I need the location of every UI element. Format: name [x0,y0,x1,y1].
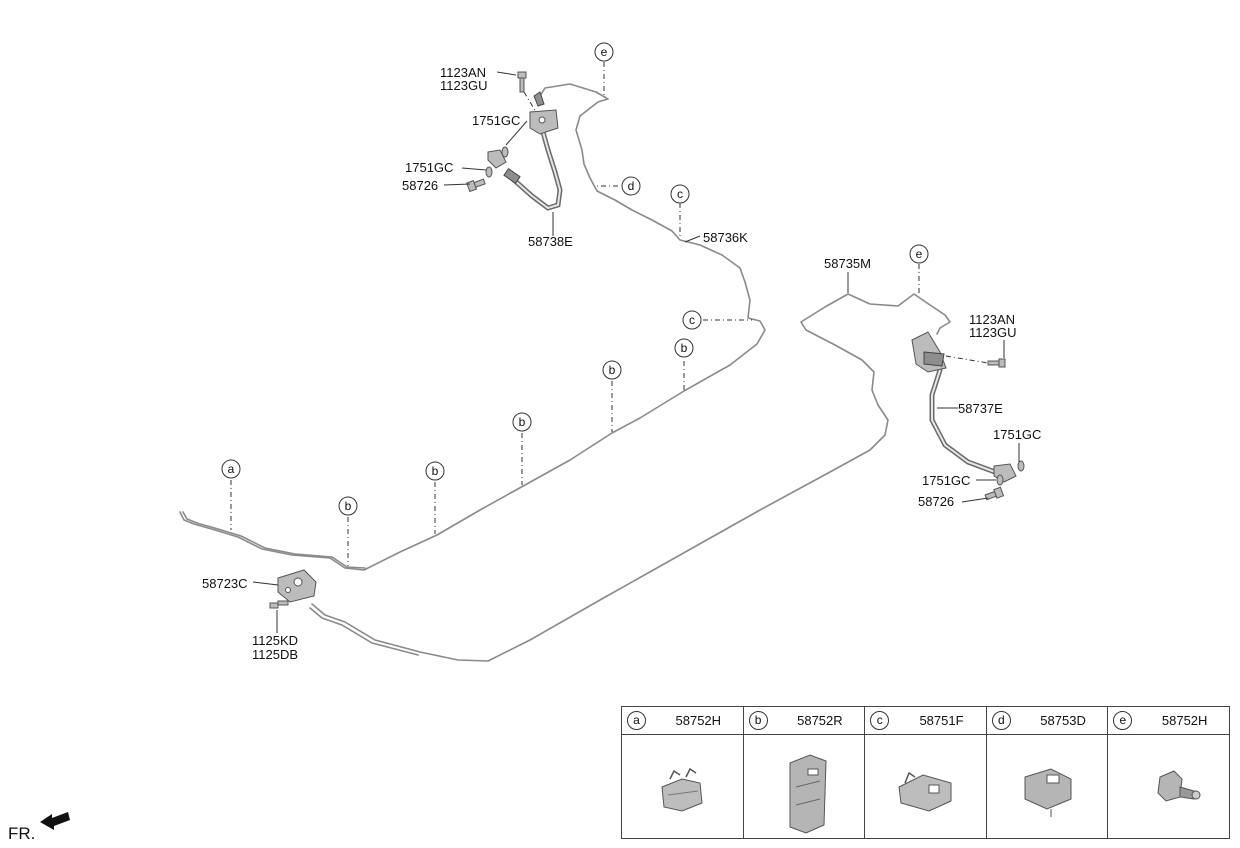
legend-letter: c [870,711,890,730]
legend-cell-e: e 58752H [1108,707,1229,838]
label-gasket-top-a: 1751GC [472,113,520,128]
label-bolt-top-2: 1123GU [440,78,487,93]
legend-part-number: 58752H [1161,713,1208,728]
label-tube-main: 58736K [703,230,748,245]
front-banjo-fitting [487,149,507,169]
label-banjo-bolt-top: 58726 [402,178,438,193]
svg-text:b: b [345,499,352,513]
brake-tube-rear [311,293,951,662]
label-gasket-rear-a: 1751GC [993,427,1041,442]
legend-cell-b: b 58752R [743,707,866,838]
clip-c-icon [898,771,952,812]
label-connector-bolt-1: 1125KD [252,633,298,648]
rear-flex-hose [929,367,998,475]
brake-tube-main-inner [182,511,366,569]
label-banjo-bolt-rear: 58726 [918,494,954,509]
marker-b-1: b [674,338,694,358]
svg-text:b: b [519,415,526,429]
clip-legend-table: a 58752H b 58752R c 58751F [621,706,1230,839]
label-bolt-rear-1: 1123AN [969,312,1015,327]
svg-text:b: b [681,341,688,355]
brake-tube-rear-inner [309,607,419,656]
label-bolt-top-1: 1123AN [440,65,486,80]
clip-d-icon [1024,768,1072,817]
legend-letter: b [748,711,768,730]
marker-b-2: b [602,360,622,380]
marker-c-mid: c [682,310,702,330]
gasket-front-b-icon [485,166,493,178]
marker-b-5: b [338,496,358,516]
clip-b-icon [789,754,827,834]
marker-b-3: b [512,412,532,432]
marker-a: a [221,459,241,479]
marker-d: d [621,176,641,196]
marker-c-top: c [670,184,690,204]
legend-letter: e [1113,711,1133,730]
marker-e-top: e [594,42,614,62]
brake-tube-main [179,83,766,571]
legend-cell-c: c 58751F [865,707,987,838]
bolt-rear-icon [987,358,1006,368]
banjo-bolt-top-icon [466,178,486,193]
gasket-front-a-icon [501,146,509,158]
label-hose-rear: 58737E [958,401,1003,416]
label-connector: 58723C [202,576,248,591]
legend-cell-d: d 58753D [986,707,1109,838]
banjo-bolt-rear-icon [984,486,1005,501]
gasket-rear-b-icon [996,474,1004,486]
label-hose-front: 58738E [528,234,573,249]
connector-bolt-icon [269,600,289,609]
label-gasket-rear-b: 1751GC [922,473,970,488]
marker-b-4: b [425,461,445,481]
legend-cell-a: a 58752H [622,707,744,838]
svg-text:c: c [689,313,695,327]
legend-part-number: 58752R [797,713,843,728]
legend-part-number: 58751F [919,713,964,728]
label-gasket-top-b: 1751GC [405,160,453,175]
svg-text:a: a [228,462,235,476]
gasket-rear-a-icon [1017,460,1025,472]
marker-e-rear: e [909,244,929,264]
front-label: FR. [8,824,36,843]
legend-letter: a [627,711,646,730]
svg-text:e: e [601,45,608,59]
svg-text:c: c [677,187,683,201]
label-tube-rear: 58735M [824,256,871,271]
bolt-top-icon [517,71,527,93]
svg-text:b: b [609,363,616,377]
legend-part-number: 58753D [1040,713,1086,728]
clip-a-icon [661,767,703,812]
front-hose-fitting [503,168,521,184]
clip-e-icon [1157,770,1201,802]
front-flex-hose [511,129,563,211]
svg-text:d: d [628,179,635,193]
label-connector-bolt-2: 1125DB [252,647,298,662]
front-arrow-icon [40,812,70,830]
svg-text:e: e [916,247,923,261]
front-direction-indicator: FR. [8,806,78,846]
svg-text:b: b [432,464,439,478]
legend-part-number: 58752H [675,713,722,728]
label-bolt-rear-2: 1123GU [969,325,1016,340]
legend-letter: d [991,711,1011,730]
